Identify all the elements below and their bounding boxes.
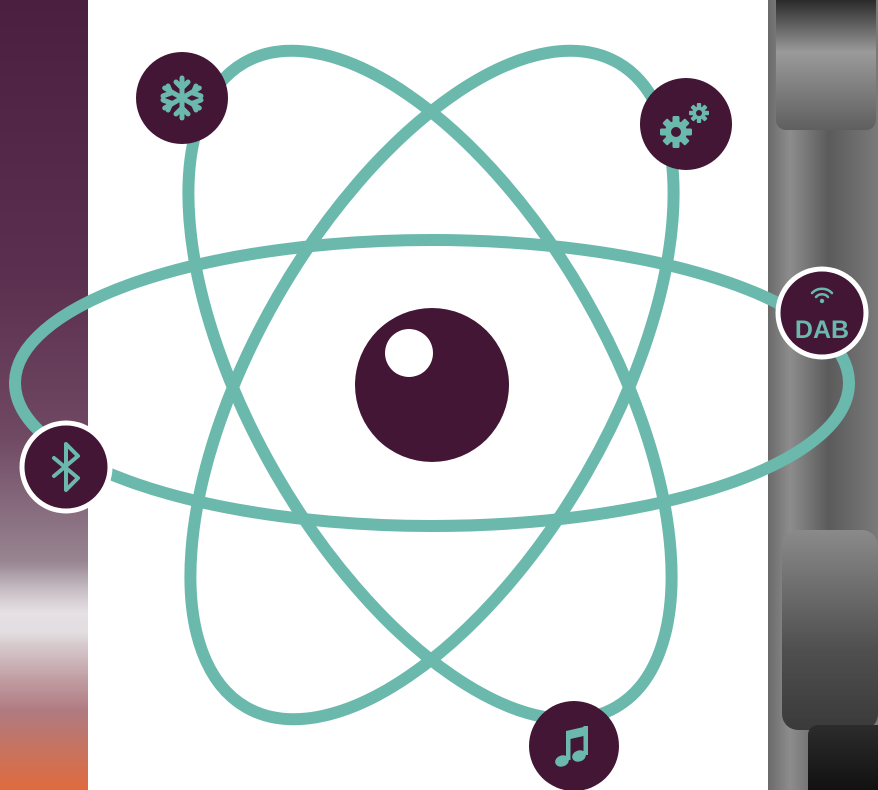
dab-radio-node[interactable]: DAB: [778, 269, 866, 357]
dab-label: DAB: [795, 316, 849, 344]
music-node[interactable]: [529, 701, 619, 790]
bluetooth-node[interactable]: [22, 423, 110, 511]
climate-node[interactable]: [136, 52, 228, 144]
nucleus: [355, 308, 509, 462]
nucleus-highlight: [385, 329, 433, 377]
settings-node[interactable]: [640, 78, 732, 170]
